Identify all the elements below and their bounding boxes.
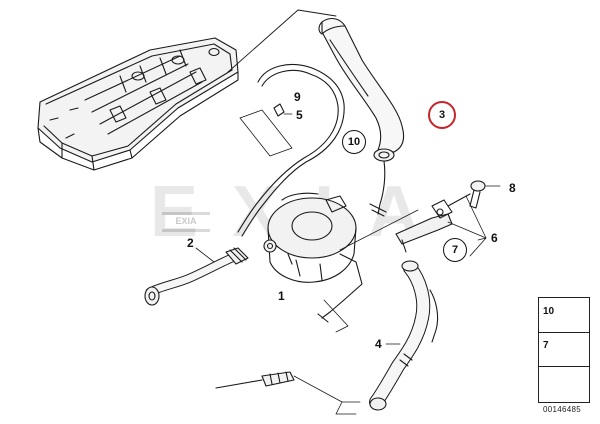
- callout-8: 8: [509, 181, 516, 195]
- vent-hose-3: [318, 17, 405, 217]
- oil-separator-1: [263, 192, 363, 323]
- index-row: 7: [539, 332, 589, 367]
- index-row: 10: [539, 298, 589, 333]
- index-arrow-cell: [539, 366, 589, 402]
- document-id: 00146485: [543, 405, 581, 414]
- watermark-logo: EXIA: [162, 212, 210, 232]
- callout-6: 6: [491, 231, 498, 245]
- pin-bottom: [215, 371, 295, 389]
- callout-5: 5: [296, 108, 303, 122]
- hose-4: [369, 260, 439, 411]
- callout-10-circled: 10: [342, 130, 366, 154]
- hose-2: [144, 247, 249, 306]
- callout-4: 4: [375, 337, 382, 351]
- breather-hose-9: [237, 63, 345, 237]
- callout-1: 1: [278, 289, 285, 303]
- callout-7-circled: 7: [443, 238, 467, 262]
- index-row-number: 10: [543, 306, 555, 317]
- callout-9: 9: [294, 90, 301, 104]
- callout-2: 2: [187, 236, 194, 250]
- bolt-8: [469, 180, 486, 209]
- parts-index-panel: 10 7: [538, 297, 590, 403]
- valve-cover: [37, 37, 239, 171]
- index-row-number: 7: [543, 340, 549, 351]
- callout-3-highlighted: 3: [428, 101, 456, 129]
